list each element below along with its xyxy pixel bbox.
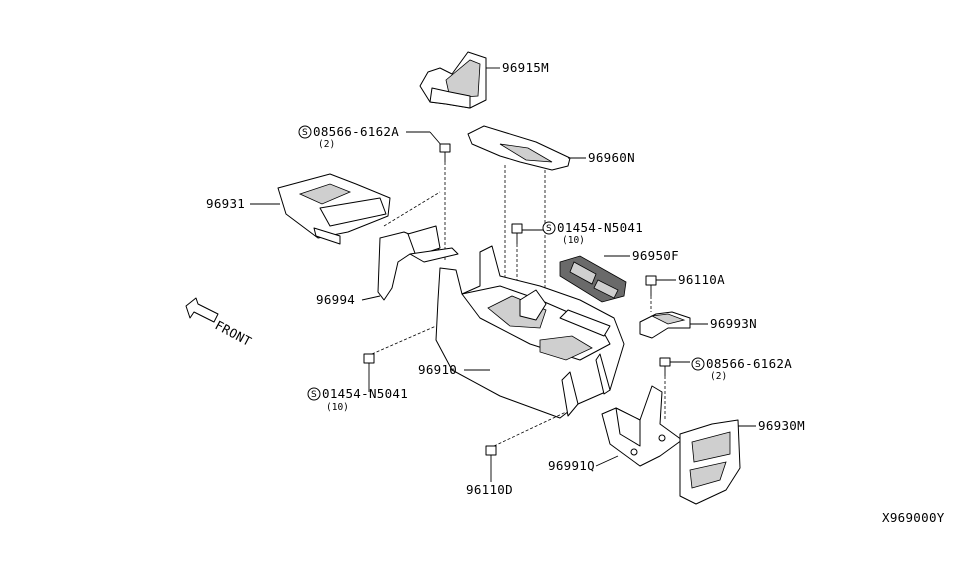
label-01454-top: 01454-N5041: [557, 220, 643, 235]
label-96991q: 96991Q: [548, 458, 595, 473]
part-96950f-drawing: [559, 255, 627, 303]
svg-text:S: S: [311, 390, 317, 400]
label-96993n: 96993N: [710, 316, 757, 331]
part-96993n-drawing: [639, 311, 691, 339]
label-96930m: 96930M: [758, 418, 805, 433]
svg-text:S: S: [302, 128, 308, 138]
diagram-id: X969000Y: [882, 510, 945, 525]
label-96960n: 96960N: [588, 150, 635, 165]
label-01454-left-qty: (10): [326, 402, 349, 413]
svg-text:S: S: [546, 224, 552, 234]
label-96110a: 96110A: [678, 272, 725, 287]
screw-01454-left-symbol: S: [307, 387, 321, 401]
part-96915m-drawing: [419, 51, 487, 109]
label-08566-top: 08566-6162A: [313, 124, 399, 139]
clip-96110d: [485, 445, 497, 466]
part-96930m-drawing: [679, 419, 741, 505]
front-label: FRONT: [213, 317, 255, 349]
label-08566-right: 08566-6162A: [706, 356, 792, 371]
label-96950f: 96950F: [632, 248, 679, 263]
svg-text:S: S: [695, 360, 701, 370]
bolt-08566-top: [439, 143, 451, 162]
front-arrow-icon: [185, 297, 219, 323]
label-96910: 96910: [418, 362, 457, 377]
screw-08566-right-symbol: S: [691, 357, 705, 371]
label-01454-left: 01454-N5041: [322, 386, 408, 401]
label-96110d: 96110D: [466, 482, 513, 497]
part-96960n-drawing: [467, 125, 571, 171]
part-96991q-drawing: [601, 385, 683, 467]
clip-96110a: [645, 275, 657, 296]
part-96931-drawing: [277, 173, 391, 245]
label-08566-top-qty: (2): [318, 139, 335, 150]
part-96910-drawing: [435, 245, 625, 419]
label-96931: 96931: [206, 196, 245, 211]
clip-01454-left: [363, 353, 375, 372]
screw-08566-top-symbol: S: [298, 125, 312, 139]
screw-01454-top-symbol: S: [542, 221, 556, 235]
part-96994-drawing: [377, 225, 459, 301]
label-01454-top-qty: (10): [562, 235, 585, 246]
clip-01454-top: [511, 223, 523, 244]
bolt-08566-right: [659, 357, 671, 376]
label-96994: 96994: [316, 292, 355, 307]
label-08566-right-qty: (2): [710, 371, 727, 382]
label-96915m: 96915M: [502, 60, 549, 75]
